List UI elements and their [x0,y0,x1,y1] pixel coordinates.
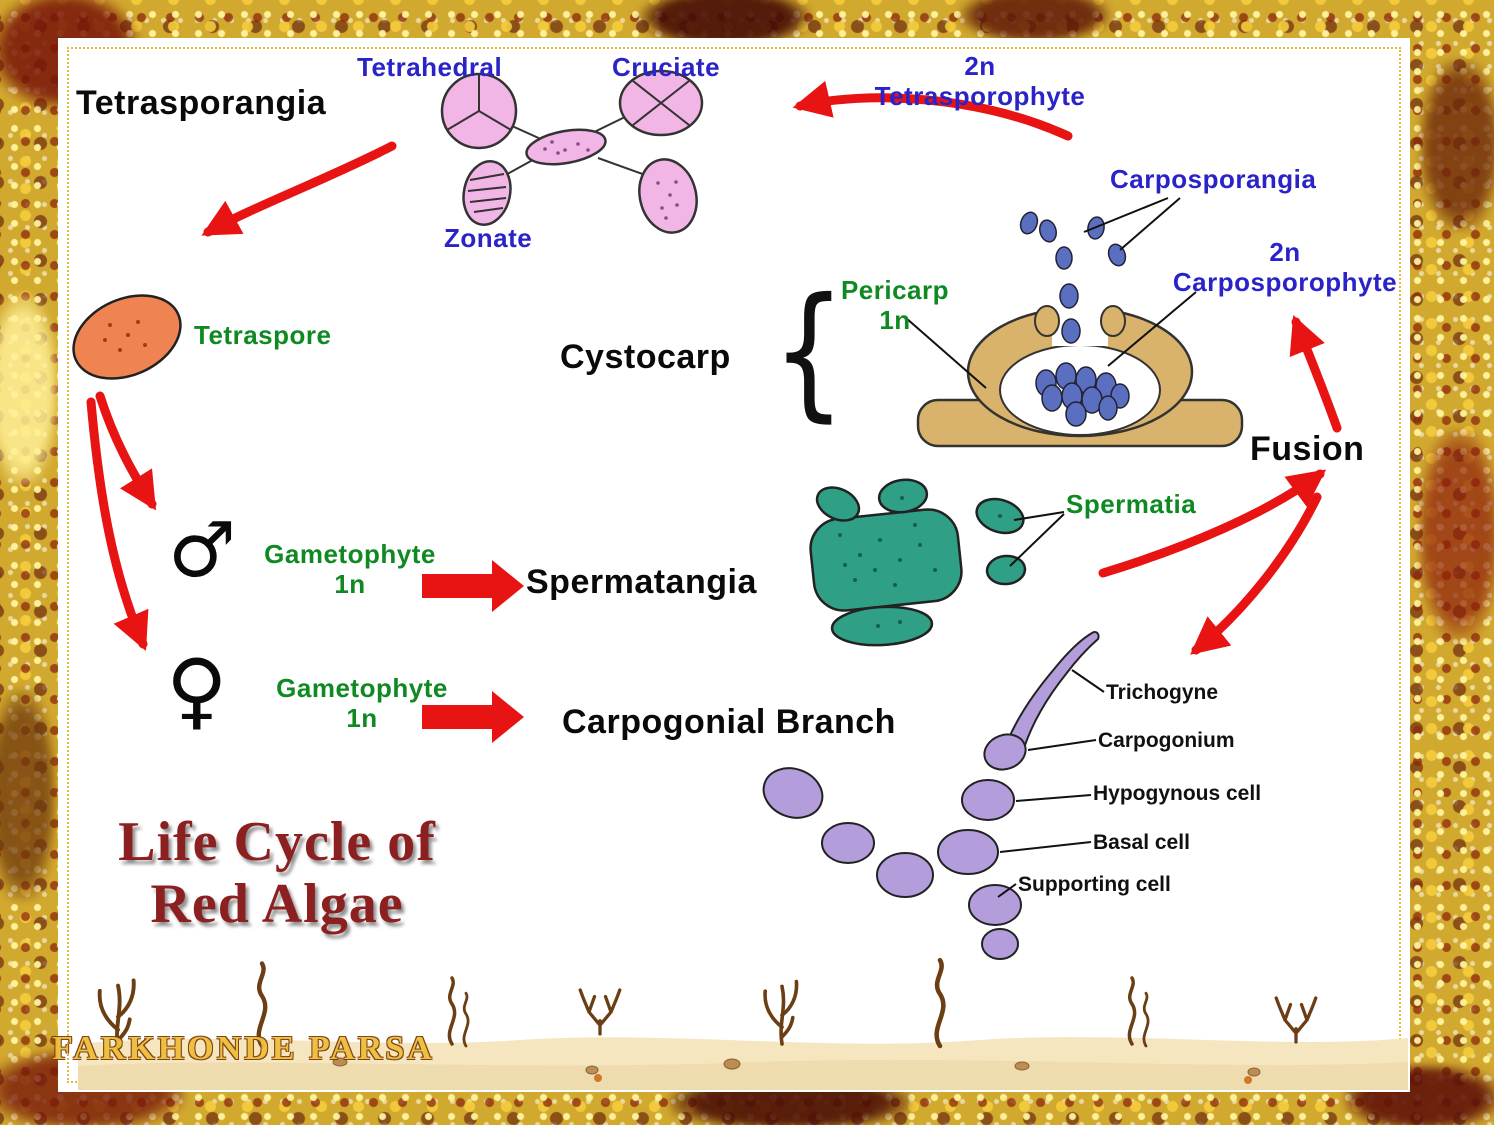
seabed-illustration [78,960,1408,1090]
speckles [543,140,679,220]
border-blotch [960,0,1110,43]
cruciate-division [632,80,690,126]
block-arrows [422,560,524,743]
arrow-tetrasporangia-to-tetraspore [201,141,397,237]
tetrasporangia-cells [440,69,704,234]
border-blotch [1418,430,1494,640]
diagram-canvas [58,38,1410,1092]
carpospores-inside [1035,362,1130,427]
title-line2: Red Algae [150,872,404,935]
female-gametophyte-name: Gametophyte [276,673,448,703]
watermark: FARKHONDE PARSA [52,1030,435,1067]
title-line1: Life Cycle of [118,811,436,873]
arrow-tetraspore-to-male [95,391,157,511]
carpogonium-cell [983,733,1027,771]
carposporophyte-ploidy: 2n [1269,237,1301,267]
border-blotch [0,690,56,900]
carposporangia-label: Carposporangia [1110,164,1317,194]
female-symbol: ♀ [166,641,228,739]
fusion-label: Fusion [1250,430,1365,468]
cycle-arrows [86,80,1342,655]
tetraspore-label: Tetraspore [194,320,332,350]
arrow-tetrasporophyte-to-tetrasporangia [792,80,1073,141]
carpogonial-branch-label: Carpogonial Branch [562,703,896,741]
pericarp-label: Pericarp 1n [815,275,975,336]
spermatangia-cells [809,478,1027,647]
carposporophyte-label: 2n Carposporophyte [1145,237,1425,298]
tetrasporophyte-label: 2n Tetrasporophyte [840,51,1120,112]
pebbles [332,1057,1261,1077]
arrow-fusion-to-carposporophyte [1289,314,1342,433]
arrow-fusion-to-trichogyne [1190,492,1322,655]
supporting-cell-label: Supporting cell [1018,873,1171,896]
border-blotch [0,295,58,485]
trichogyne-label: Trichogyne [1106,681,1219,704]
pointer-lines [905,197,1197,898]
arrow-male-to-spermatangia [422,560,524,612]
female-gametophyte-label: Gametophyte 1n [252,673,472,734]
speckles [838,496,1002,628]
basal-cell-label: Basal cell [1093,831,1190,854]
male-gametophyte-label: Gametophyte 1n [240,539,460,600]
zonate-stripes [467,173,507,213]
tetrahedral-division [446,74,512,131]
diagram-title: Life Cycle of Red Algae [82,811,472,935]
female-gametophyte-ploidy: 1n [346,702,378,733]
arrow-spermatangia-to-fusion [1098,469,1327,578]
male-symbol: ♂ [168,505,237,594]
tetraspore-cell [72,294,182,380]
border-blotch [1420,60,1494,230]
male-gametophyte-name: Gametophyte [264,539,436,569]
cystocarp-label: Cystocarp [560,338,731,376]
tetrahedral-label: Tetrahedral [357,52,503,82]
carposporophyte-name: Carposporophyte [1172,266,1398,297]
arrow-tetraspore-to-female [86,397,149,651]
trichogyne-cell [1006,630,1100,750]
arrow-female-to-carpogonial-branch [422,691,524,743]
pericarp-name: Pericarp [840,275,950,305]
tetrasporangia-label: Tetrasporangia [76,84,327,122]
hypogynous-cell-label: Hypogynous cell [1093,782,1262,805]
carpogonial-branch-cells [762,630,1100,960]
tetrasporophyte-name: Tetrasporophyte [874,80,1086,111]
zonate-label: Zonate [444,223,533,253]
spermatia-label: Spermatia [1066,489,1197,519]
spermatangia-label: Spermatangia [526,563,757,601]
tetrasporophyte-ploidy: 2n [964,51,996,81]
cystocarp-structure [916,211,1244,448]
cruciate-label: Cruciate [612,52,721,82]
pericarp-ploidy: 1n [879,304,911,335]
cystocarp-brace: { [772,267,846,436]
carpogonium-label: Carpogonium [1098,729,1235,752]
male-gametophyte-ploidy: 1n [334,568,366,599]
hypogynous-cell-shape [961,779,1015,821]
basal-cell-shape [937,829,999,875]
supporting-cell-shape [968,884,1022,926]
